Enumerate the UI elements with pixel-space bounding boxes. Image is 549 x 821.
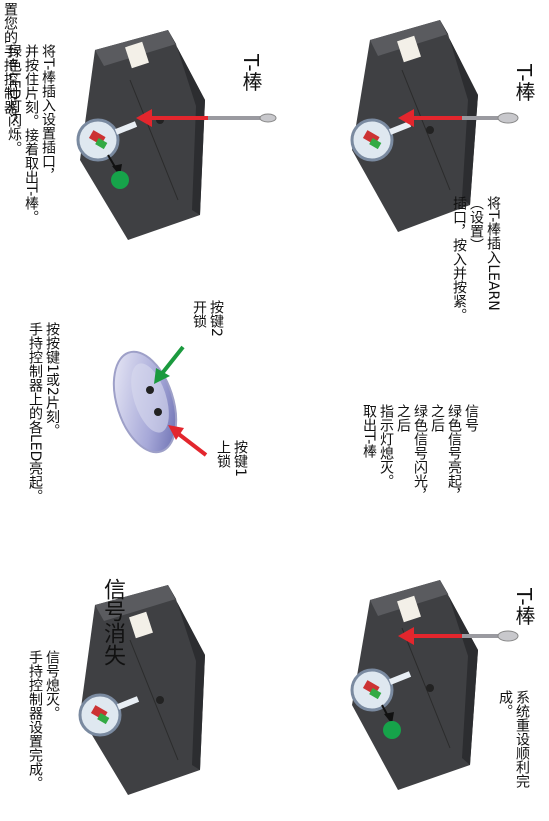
- signal-gone-label: 信号消失: [100, 578, 125, 666]
- control-module-4: [78, 585, 205, 795]
- button-1: [154, 408, 162, 416]
- t-bar-label-1: T-棒: [512, 64, 536, 102]
- t-bar-label-3: T-棒: [512, 588, 536, 626]
- button2-label: 按键2 开锁: [191, 300, 224, 337]
- header-question: 置您的手持控制器？: [2, 2, 18, 128]
- t-bar-2: [200, 113, 277, 123]
- step-press-buttons-text: 按按键1或2片刻。 手持控制器上的各LED亮起。: [27, 322, 60, 504]
- control-module-2: [76, 30, 205, 240]
- button1-label: 按键1 上锁: [215, 440, 248, 477]
- button-2: [146, 386, 154, 394]
- red-arrow-2: [136, 109, 208, 127]
- t-bar-label-2: T-棒: [239, 54, 263, 92]
- step-signal-on-text: 信号 绿色信号亮起， 之后 绿色信号闪光， 之后 指示灯熄灭。 取出T-棒: [361, 404, 479, 502]
- remote-control: [112, 350, 178, 454]
- control-module-1: [350, 20, 478, 232]
- green-arrow-remote: [154, 345, 185, 384]
- red-arrow-1: [398, 109, 462, 127]
- control-module-3: [350, 580, 478, 790]
- red-arrow-3: [398, 627, 462, 645]
- step-insert-learn-text: 将T-棒插入LEARN （设置） 插口，按入并按紧。: [451, 196, 501, 322]
- green-led-1: [111, 171, 129, 189]
- step-success-text: 系统重设顺利完 成。: [497, 690, 530, 788]
- step-finished-text: 信号熄灭。 手持控制器设置完成。: [27, 650, 60, 790]
- red-arrow-remote: [168, 425, 208, 457]
- green-led-3: [383, 721, 401, 739]
- step-insert-setting-text: 将T-棒插入设置插口， 并按住片刻。接着取出T-棒。 绿色LED灯闪烁。: [6, 44, 56, 225]
